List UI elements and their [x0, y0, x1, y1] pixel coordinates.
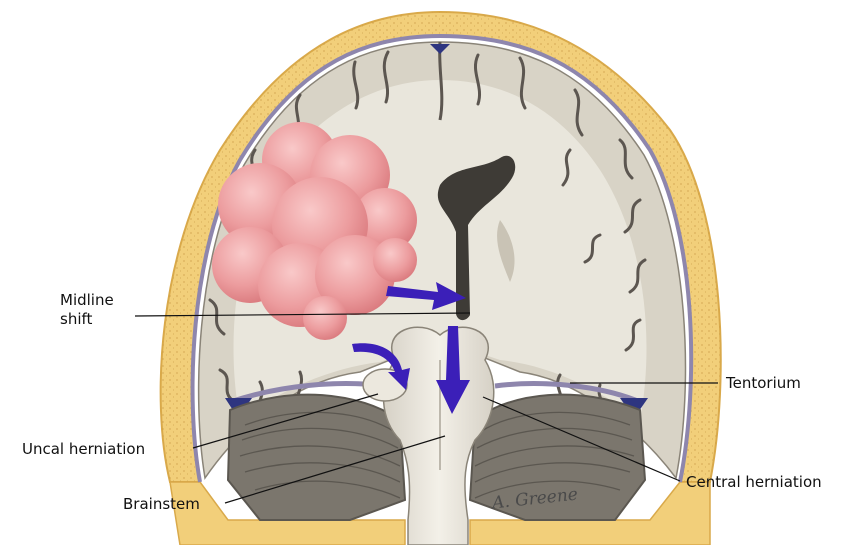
tentorium-label: Tentorium: [726, 374, 801, 393]
midline-shift-label: Midline shift: [60, 291, 114, 329]
central-herniation-label: Central herniation: [686, 473, 822, 492]
midline-shift-label-line1: Midline: [60, 291, 114, 310]
midline-shift-label-line2: shift: [60, 310, 114, 329]
uncal-herniation-label: Uncal herniation: [22, 440, 145, 459]
brainstem-label: Brainstem: [123, 495, 200, 514]
